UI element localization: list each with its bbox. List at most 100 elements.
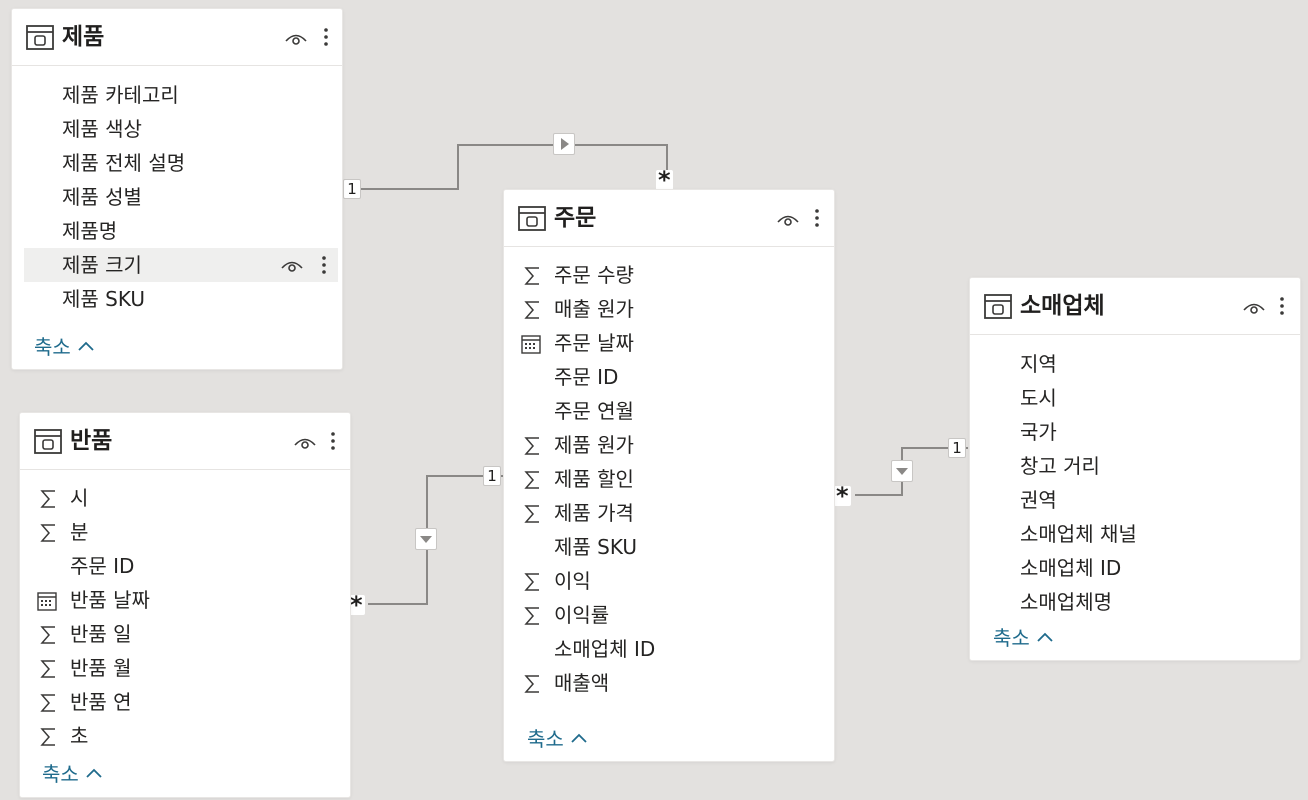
- field-row[interactable]: 제품 전체 설명: [24, 146, 338, 180]
- eye-icon[interactable]: [280, 254, 304, 278]
- collapse-link[interactable]: 축소: [34, 334, 95, 360]
- collapse-link[interactable]: 축소: [527, 726, 588, 752]
- field-row[interactable]: 반품 일: [32, 617, 346, 651]
- table-title: 제품: [62, 24, 105, 50]
- field-row[interactable]: 제품 원가: [516, 428, 830, 462]
- table-header[interactable]: 제품: [12, 9, 342, 66]
- table-card-retailer[interactable]: 소매업체 지역 도시 국가 창고 거리 권역 소매업체 채널 소매업체 ID: [969, 277, 1301, 661]
- field-label: 제품명: [62, 219, 118, 243]
- field-row[interactable]: 소매업체 채널: [982, 517, 1296, 551]
- table-header[interactable]: 주문: [504, 190, 834, 247]
- relationship-many-label-returns: *: [348, 591, 365, 619]
- more-options-icon[interactable]: [320, 23, 332, 51]
- field-row[interactable]: 창고 거리: [982, 449, 1296, 483]
- field-row[interactable]: 시: [32, 481, 346, 515]
- field-label: 매출액: [554, 671, 610, 695]
- triangle-down-icon: [896, 468, 908, 475]
- field-label: 소매업체명: [1020, 590, 1112, 614]
- field-label: 권역: [1020, 488, 1057, 512]
- table-header[interactable]: 반품: [20, 413, 350, 470]
- chevron-up-icon: [86, 768, 102, 778]
- field-row[interactable]: 주문 수량: [516, 258, 830, 292]
- field-row[interactable]: 매출액: [516, 666, 830, 700]
- table-title: 반품: [70, 428, 113, 454]
- field-label: 주문 연월: [554, 399, 634, 423]
- cross-filter-direction-right[interactable]: [553, 133, 575, 155]
- table-header[interactable]: 소매업체: [970, 278, 1300, 335]
- field-label: 제품 가격: [554, 501, 634, 525]
- sigma-icon: [524, 267, 539, 285]
- field-row[interactable]: 반품 연: [32, 685, 346, 719]
- field-label: 주문 수량: [554, 263, 634, 287]
- relationship-one-label-product: 1: [343, 179, 361, 199]
- more-options-icon[interactable]: [318, 251, 330, 279]
- table-card-returns[interactable]: 반품 시 분 주문 ID 반품 날짜: [19, 412, 351, 798]
- eye-icon[interactable]: [284, 27, 308, 51]
- more-options-icon[interactable]: [1276, 292, 1288, 320]
- field-label: 반품 연: [70, 690, 132, 714]
- field-label: 제품 색상: [62, 117, 142, 141]
- field-row[interactable]: 분: [32, 515, 346, 549]
- relationship-line-product-orders[interactable]: [343, 144, 668, 190]
- field-row[interactable]: 권역: [982, 483, 1296, 517]
- field-label: 제품 크기: [62, 253, 142, 277]
- field-row[interactable]: 초: [32, 719, 346, 753]
- field-row-selected[interactable]: 제품 크기: [24, 248, 338, 282]
- table-title: 주문: [554, 205, 597, 231]
- field-row[interactable]: 지역: [982, 347, 1296, 381]
- chevron-up-icon: [571, 733, 587, 743]
- field-row[interactable]: 반품 월: [32, 651, 346, 685]
- field-label: 창고 거리: [1020, 454, 1100, 478]
- relationship-one-label-orders-left: 1: [483, 466, 501, 486]
- field-label: 주문 날짜: [554, 331, 634, 355]
- relationship-many-label-orders-right: *: [834, 482, 851, 510]
- calendar-icon: [37, 592, 57, 611]
- field-row[interactable]: 제품 SKU: [24, 282, 338, 316]
- sigma-icon: [524, 437, 539, 455]
- field-row[interactable]: 주문 ID: [32, 549, 346, 583]
- table-card-product[interactable]: 제품 제품 카테고리 제품 색상 제품 전체 설명 제품 성별 제품명 제품 크…: [11, 8, 343, 370]
- collapse-label: 축소: [34, 335, 71, 359]
- cross-filter-direction-down-retailer[interactable]: [891, 460, 913, 482]
- field-row[interactable]: 반품 날짜: [32, 583, 346, 617]
- field-row[interactable]: 제품 SKU: [516, 530, 830, 564]
- field-row[interactable]: 도시: [982, 381, 1296, 415]
- eye-icon[interactable]: [293, 431, 317, 455]
- eye-icon[interactable]: [1242, 296, 1266, 320]
- field-row[interactable]: 이익: [516, 564, 830, 598]
- field-row[interactable]: 주문 ID: [516, 360, 830, 394]
- field-row[interactable]: 소매업체 ID: [982, 551, 1296, 585]
- field-row[interactable]: 주문 날짜: [516, 326, 830, 360]
- field-row[interactable]: 매출 원가: [516, 292, 830, 326]
- field-label: 매출 원가: [554, 297, 634, 321]
- field-label: 소매업체 ID: [1020, 556, 1122, 580]
- sigma-icon: [40, 490, 55, 508]
- field-row[interactable]: 제품 가격: [516, 496, 830, 530]
- field-row[interactable]: 제품 할인: [516, 462, 830, 496]
- field-row[interactable]: 소매업체 ID: [516, 632, 830, 666]
- field-row[interactable]: 제품명: [24, 214, 338, 248]
- collapse-link[interactable]: 축소: [42, 761, 103, 787]
- field-row[interactable]: 제품 성별: [24, 180, 338, 214]
- field-label: 반품 일: [70, 622, 132, 646]
- field-label: 이익: [554, 569, 591, 593]
- field-label: 주문 ID: [70, 554, 135, 578]
- cross-filter-direction-down-returns[interactable]: [415, 528, 437, 550]
- field-row[interactable]: 제품 색상: [24, 112, 338, 146]
- relationship-many-label-orders-top: *: [656, 166, 673, 194]
- sigma-icon: [524, 607, 539, 625]
- field-row[interactable]: 소매업체명: [982, 585, 1296, 619]
- sigma-icon: [40, 660, 55, 678]
- field-row[interactable]: 제품 카테고리: [24, 78, 338, 112]
- field-row[interactable]: 국가: [982, 415, 1296, 449]
- table-card-orders[interactable]: 주문 주문 수량 매출 원가 주문 날짜 주문 ID: [503, 189, 835, 762]
- table-icon: [26, 25, 54, 50]
- field-label: 소매업체 ID: [554, 637, 656, 661]
- eye-icon[interactable]: [776, 208, 800, 232]
- table-icon: [984, 294, 1012, 319]
- more-options-icon[interactable]: [327, 427, 339, 455]
- more-options-icon[interactable]: [811, 204, 823, 232]
- field-row[interactable]: 이익률: [516, 598, 830, 632]
- field-row[interactable]: 주문 연월: [516, 394, 830, 428]
- collapse-link[interactable]: 축소: [993, 625, 1054, 651]
